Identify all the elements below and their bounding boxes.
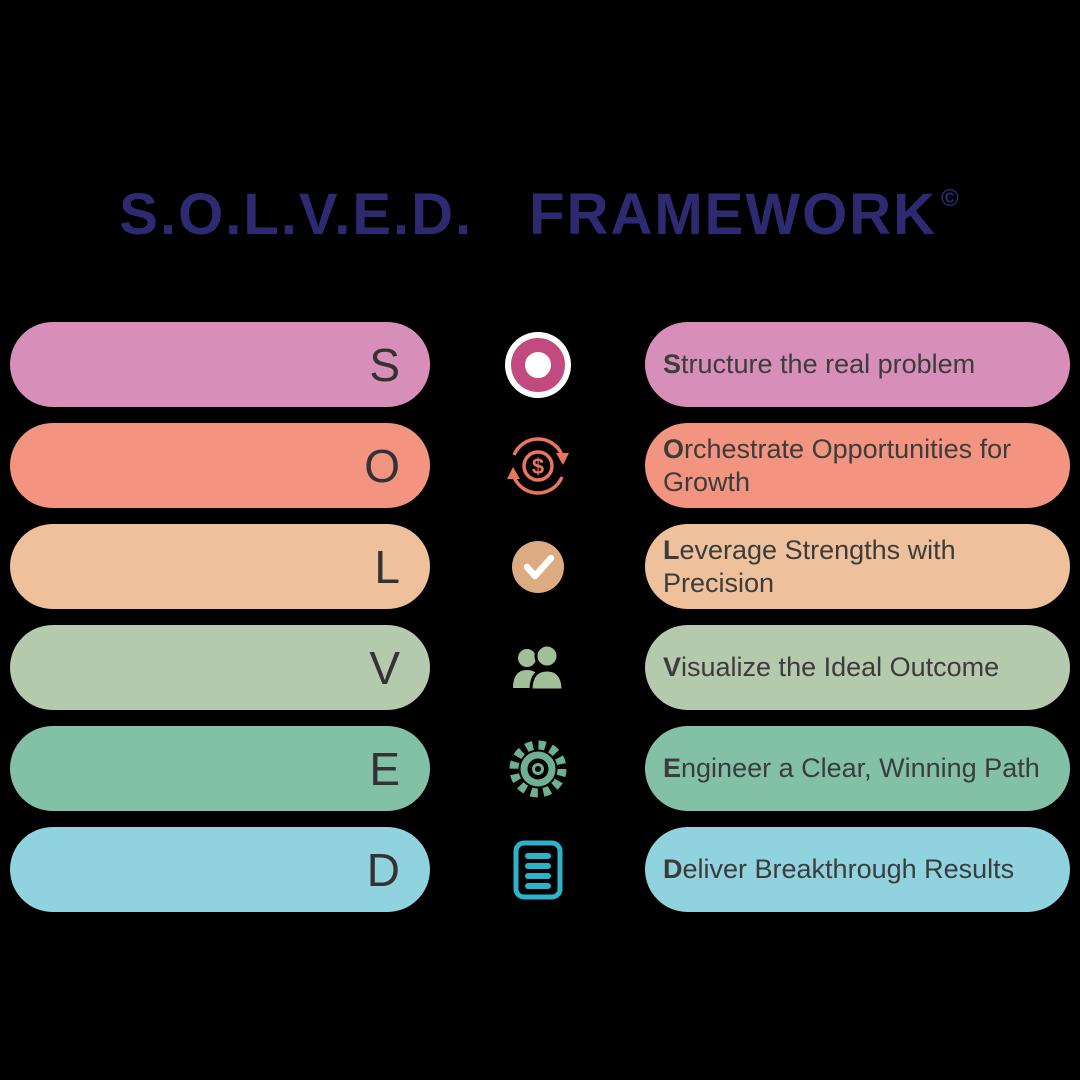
people-icon [512,643,565,691]
framework-row: S Structure the real problem [10,322,1070,407]
copyright-symbol: © [941,185,961,212]
framework-rows: S Structure the real problem O $ [10,322,1070,912]
letter-bar: V [10,625,430,710]
description-lead: D [663,854,683,885]
description-rest: isualize the Ideal Outcome [681,652,1000,683]
description-text: Orchestrate Opportunities for Growth [663,433,1056,499]
description-rest: rchestrate Opportunities for Growth [663,433,1012,497]
letter-label: V [369,641,400,694]
letter-bar: L [10,524,430,609]
letter-label: O [364,439,400,492]
title-left: S.O.L.V.E.D. [119,182,474,247]
letter-label: D [366,843,400,896]
description-rest: ngineer a Clear, Winning Path [681,753,1040,784]
framework-row: E Engineer a Clear, Winning Path [10,726,1070,811]
icon-cell: $ [430,428,645,504]
svg-text:$: $ [531,454,543,479]
document-icon [513,840,562,899]
icon-cell [430,529,645,605]
description-bar: Structure the real problem [645,322,1070,407]
icon-cell [430,731,645,807]
page-title: S.O.L.V.E.D. FRAMEWORK© [0,186,1080,244]
letter-bar: O [10,423,430,508]
check-circle-icon [511,540,564,593]
gear-icon [509,740,566,797]
title-right: FRAMEWORK© [529,186,961,244]
description-lead: E [663,753,682,784]
description-text: Structure the real problem [663,348,975,381]
description-rest: tructure the real problem [681,349,976,380]
description-bar: Leverage Strengths with Precision [645,524,1070,609]
letter-label: E [369,742,400,795]
description-lead: L [663,534,680,565]
description-bar: Deliver Breakthrough Results [645,827,1070,912]
letter-bar: D [10,827,430,912]
framework-row: V Visualize the Ideal Outcome [10,625,1070,710]
description-text: Deliver Breakthrough Results [663,853,1014,886]
description-lead: V [663,652,682,683]
dollar-cycle-icon: $ [506,436,569,495]
framework-row: D Deliver Breakthrough Results [10,827,1070,912]
letter-bar: S [10,322,430,407]
description-lead: S [663,349,682,380]
icon-cell [430,832,645,908]
framework-row: L Leverage Strengths with Precision [10,524,1070,609]
icon-cell [430,630,645,706]
description-text: Engineer a Clear, Winning Path [663,752,1040,785]
description-rest: everage Strengths with Precision [663,534,956,598]
letter-label: S [369,338,400,391]
description-bar: Engineer a Clear, Winning Path [645,726,1070,811]
description-text: Leverage Strengths with Precision [663,534,1056,600]
letter-label: L [374,540,400,593]
framework-row: O $ Orchestrate Opportunities for Growth [10,423,1070,508]
target-icon [504,331,571,398]
icon-cell [430,327,645,403]
letter-bar: E [10,726,430,811]
description-text: Visualize the Ideal Outcome [663,651,999,684]
description-rest: eliver Breakthrough Results [682,854,1015,885]
description-lead: O [663,433,685,464]
description-bar: Orchestrate Opportunities for Growth [645,423,1070,508]
description-bar: Visualize the Ideal Outcome [645,625,1070,710]
title-right-text: FRAMEWORK [529,182,937,247]
